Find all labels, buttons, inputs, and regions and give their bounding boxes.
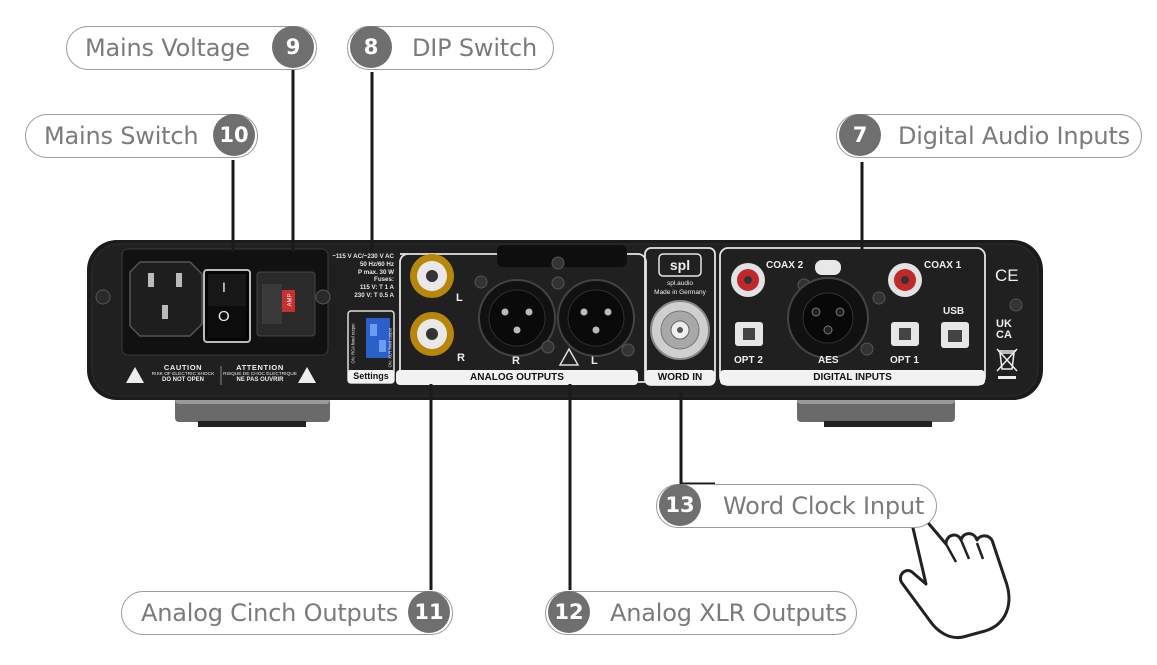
cinch-output-left[interactable]	[410, 254, 454, 298]
brand-logo: spl	[669, 257, 691, 273]
mains-switch[interactable]	[203, 269, 251, 343]
callout-dip-switch: 8 DIP Switch	[347, 26, 554, 70]
callout-number: 12	[548, 591, 590, 633]
hand-pointer-icon	[898, 514, 1011, 640]
callout-label: DIP Switch	[412, 34, 538, 62]
dip-text-right: ON: XLR fixed output	[387, 327, 393, 368]
coax1-input[interactable]	[888, 263, 922, 297]
switch-off-mark: O	[218, 308, 230, 325]
caution-line2: DO NOT OPEN	[161, 377, 204, 383]
callout-label: Analog Cinch Outputs	[141, 599, 399, 627]
attention-line2: NE PAS OUVRIR	[236, 377, 284, 383]
made-in-germany: Made in Germany	[654, 289, 706, 296]
caution-title: CAUTION	[163, 363, 203, 372]
callout-label: Mains Voltage	[85, 34, 250, 62]
opt1-input[interactable]	[891, 322, 919, 346]
leader-lines	[231, 70, 864, 590]
fuse-label: AMP	[287, 293, 294, 307]
word-in-label: WORD IN	[657, 372, 703, 383]
ce-mark: CE	[995, 266, 1019, 285]
panel-screws	[474, 256, 1023, 357]
fuse-holder[interactable]	[256, 271, 316, 337]
attention-block: ATTENTION RISQUE DE CHOC ÉLECTRIQUE NE P…	[222, 363, 298, 383]
opt2-input[interactable]	[735, 322, 763, 346]
callout-number: 9	[272, 26, 314, 68]
warning-triangle-icon	[558, 347, 580, 366]
callout-label: Analog XLR Outputs	[610, 599, 847, 627]
attention-line1: RISQUE DE CHOC ÉLECTRIQUE	[223, 372, 297, 377]
callout-number: 8	[350, 26, 392, 68]
weee-bin-icon	[996, 348, 1018, 379]
digital-input-panel	[719, 247, 986, 386]
cinch-output-right[interactable]	[410, 312, 454, 356]
cinch-l-label: L	[456, 292, 463, 304]
cinch-r-label: R	[457, 352, 465, 364]
coax1-label: COAX 1	[924, 260, 962, 271]
callout-label: Word Clock Input	[723, 492, 925, 520]
xlr-l-label: L	[591, 355, 598, 367]
brand-url: spl.audio	[666, 280, 694, 287]
ukca-mark: UK CA	[996, 318, 1012, 341]
callout-label: Mains Switch	[44, 122, 199, 150]
dip-text-left: ON: RCA fixed output	[350, 323, 356, 364]
callout-number: 11	[408, 591, 450, 633]
caution-block: CAUTION RISK OF ELECTRIC SHOCK DO NOT OP…	[146, 363, 220, 383]
callout-word-clock-input: 13 Word Clock Input	[656, 484, 937, 528]
xlr-r-label: R	[512, 355, 520, 367]
switch-on-mark: I	[222, 279, 226, 295]
aes-input[interactable]	[787, 260, 869, 359]
coax2-label: COAX 2	[766, 260, 804, 271]
callout-label: Digital Audio Inputs	[898, 122, 1130, 150]
attention-title: ATTENTION	[236, 363, 284, 372]
opt2-label: OPT 2	[734, 355, 763, 366]
callout-mains-switch: Mains Switch 10	[25, 114, 258, 158]
usb-input[interactable]	[941, 322, 969, 348]
aes-label: AES	[818, 355, 839, 366]
dip-switch[interactable]	[347, 310, 395, 384]
usb-label: USB	[943, 306, 965, 317]
analog-outputs-label: ANALOG OUTPUTS	[470, 372, 564, 383]
callout-number: 13	[659, 484, 701, 526]
callout-number: 10	[213, 114, 255, 156]
caution-triangles	[126, 366, 316, 385]
callout-analog-xlr-outputs: 12 Analog XLR Outputs	[545, 591, 857, 635]
word-in-panel	[644, 247, 716, 386]
voltage-spec-text: ~115 V AC/~230 V AC 50 Hz/60 Hz P max. 3…	[332, 253, 394, 299]
xlr-output-left[interactable]	[557, 279, 635, 357]
caution-line1: RISK OF ELECTRIC SHOCK	[151, 372, 215, 377]
analog-output-panel	[396, 245, 647, 385]
callout-digital-audio-inputs: 7 Digital Audio Inputs	[836, 114, 1142, 158]
digital-inputs-label: DIGITAL INPUTS	[813, 372, 892, 383]
opt1-label: OPT 1	[890, 355, 919, 366]
callout-analog-cinch-outputs: Analog Cinch Outputs 11	[121, 591, 453, 635]
bnc-word-clock-input[interactable]	[650, 300, 710, 360]
callout-mains-voltage: Mains Voltage 9	[66, 26, 317, 70]
xlr-output-right[interactable]	[478, 279, 556, 357]
settings-label: Settings	[348, 370, 394, 383]
callout-number: 7	[839, 114, 881, 156]
coax2-input[interactable]	[731, 263, 765, 297]
